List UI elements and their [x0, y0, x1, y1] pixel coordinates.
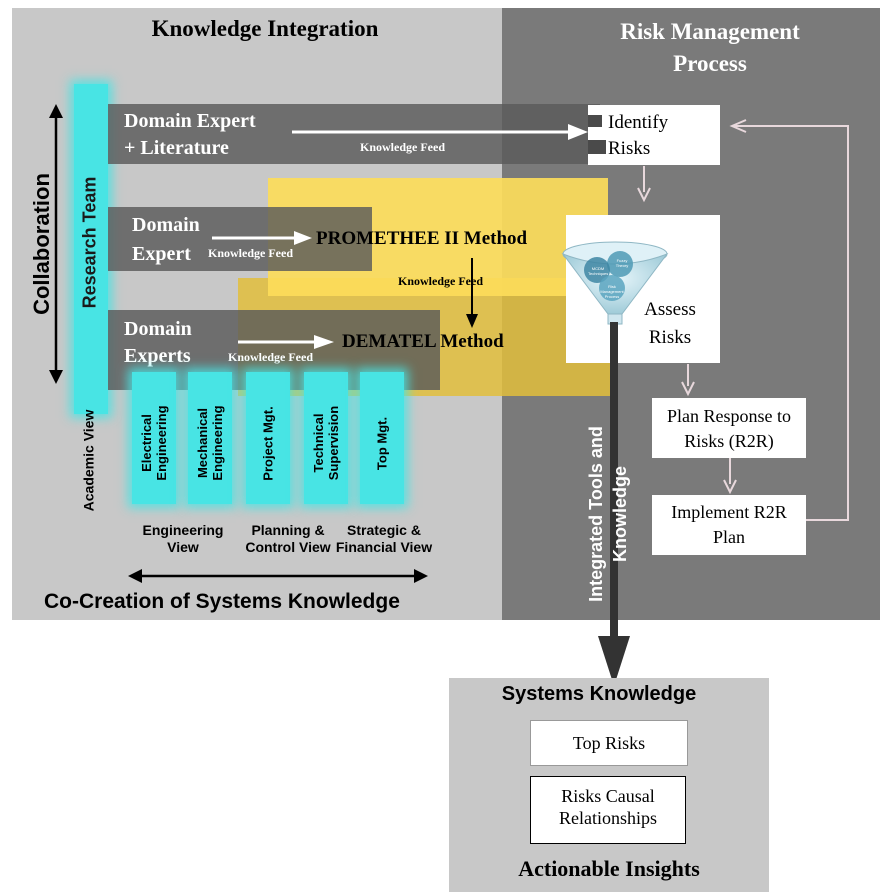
- band2-line2: Expert: [132, 243, 191, 265]
- research-team-bar: [74, 84, 108, 414]
- band3-line2: Experts: [124, 345, 191, 367]
- knowledge-feed-label-vertical: Knowledge Feed: [398, 274, 483, 288]
- column-label-technical: Technical Supervision: [311, 405, 341, 481]
- identify-risks-box: [588, 105, 720, 165]
- column-project-mgt: [246, 372, 290, 504]
- integrated-tools-label: Integrated Tools and Knowledge: [586, 426, 630, 602]
- column-technical-supervision: [304, 372, 348, 504]
- tools-funnel: [561, 241, 669, 325]
- knowledge-feed-arrow-vertical: [466, 258, 478, 328]
- identify-notch-2: [588, 140, 606, 154]
- implement-plan-box: [652, 495, 806, 555]
- risk-management-title: Risk Management Process: [620, 19, 800, 76]
- column-mechanical-engineering: [188, 372, 232, 504]
- column-electrical-engineering: [132, 372, 176, 504]
- band1-line2: + Literature: [124, 137, 229, 159]
- plan-response-box: [652, 398, 806, 458]
- engineering-view-label: Engineering View: [142, 522, 224, 555]
- column-label-top: Top Mgt.: [374, 416, 390, 471]
- knowledge-feed-label-1: Knowledge Feed: [360, 140, 445, 154]
- collaboration-arrow: [49, 104, 63, 384]
- funnel-label-mcdm: MCDM Techniques: [588, 266, 609, 276]
- column-label-mechanical: Mechanical Engineering: [195, 405, 225, 481]
- dematel-label: DEMATEL Method: [342, 331, 504, 352]
- feedback-loop-arrow: [729, 119, 849, 521]
- band1-line1: Domain Expert: [124, 110, 256, 132]
- systems-knowledge-title: Systems Knowledge: [501, 683, 697, 705]
- knowledge-feed-arrow-1: [292, 124, 588, 140]
- identify-risks-label: Identify Risks: [608, 112, 669, 159]
- collaboration-label: Collaboration: [29, 173, 54, 315]
- band2-line1: Domain: [132, 214, 200, 236]
- integrated-tools-arrow: [598, 322, 630, 686]
- arrow-plan-to-implement: [723, 458, 737, 494]
- arrow-identify-to-assess: [637, 166, 651, 203]
- planning-view-label: Planning & Control View: [245, 522, 331, 555]
- band3-line1: Domain: [124, 318, 192, 340]
- knowledge-feed-label-2: Knowledge Feed: [208, 246, 293, 260]
- knowledge-feed-arrow-3: [238, 335, 334, 349]
- promethee-label: PROMETHEE II Method: [316, 228, 528, 249]
- actionable-insights-label: Actionable Insights: [518, 856, 700, 881]
- arrow-assess-to-plan: [681, 364, 695, 396]
- assess-risks-label: Assess Risks: [644, 299, 696, 348]
- knowledge-feed-label-3: Knowledge Feed: [228, 350, 313, 364]
- column-top-mgt: [360, 372, 404, 504]
- causal-relationships-box: Risks Causal Relationships: [530, 776, 686, 844]
- funnel-label-risk-process: Risk Management Process: [600, 284, 624, 299]
- plan-response-label: Plan Response to Risks (R2R): [667, 406, 791, 451]
- column-label-project: Project Mgt.: [260, 406, 276, 481]
- column-label-electrical: Electrical Engineering: [139, 405, 169, 481]
- identify-notch-1: [588, 115, 602, 127]
- funnel-label-fuzzy: Fuzzy Theory: [615, 258, 629, 268]
- top-risks-box: Top Risks: [530, 720, 688, 766]
- research-team-label: Research Team: [79, 176, 100, 309]
- academic-view-label: Academic View: [80, 409, 97, 512]
- strategic-view-label: Strategic & Financial View: [335, 522, 433, 555]
- knowledge-feed-arrow-2: [212, 231, 312, 245]
- knowledge-integration-title: Knowledge Integration: [151, 16, 379, 41]
- band-domain-expert-literature: [108, 104, 600, 164]
- co-creation-arrow: [128, 569, 428, 583]
- co-creation-label: Co-Creation of Systems Knowledge: [44, 590, 400, 613]
- implement-plan-label: Implement R2R Plan: [671, 502, 787, 547]
